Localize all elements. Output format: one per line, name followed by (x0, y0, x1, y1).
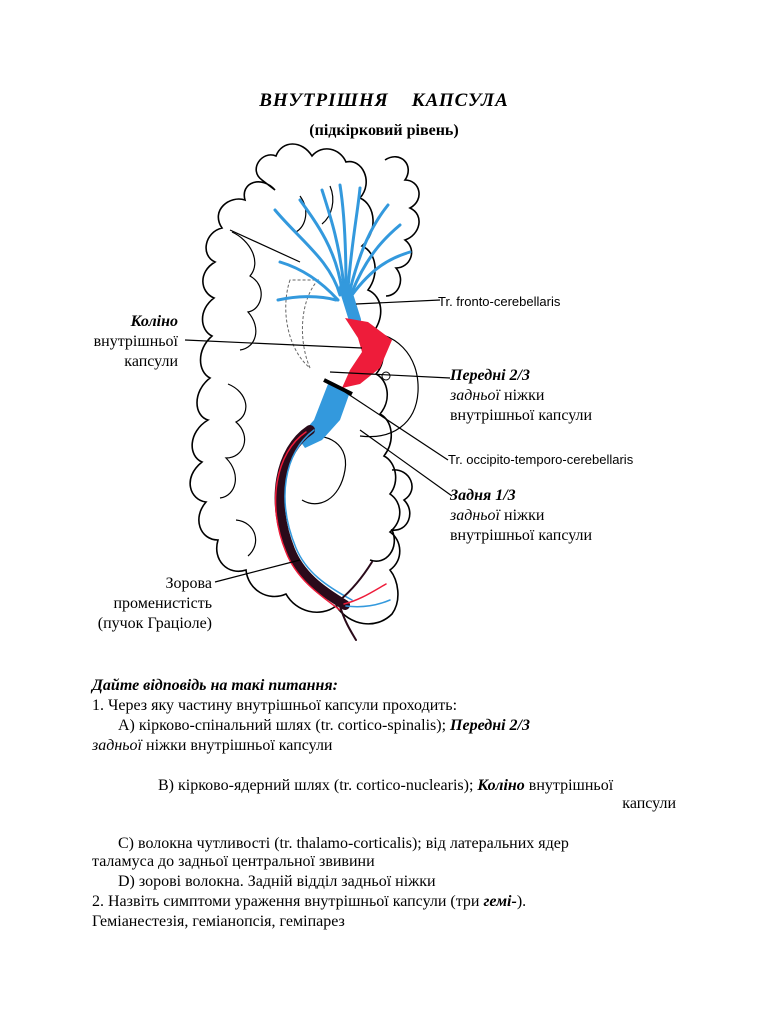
genu-red (342, 318, 392, 388)
answer-a-cont: задньої ніжки внутрішньої капсули (92, 737, 333, 754)
answer-2: Геміанестезія, геміанопсія, геміпарез (92, 913, 345, 930)
anterior-two-thirds-label: Передні 2/3 задньої ніжки внутрішньої ка… (450, 367, 593, 424)
internal-capsule-diagram (184, 143, 453, 641)
hemisphere-outline (189, 143, 401, 625)
fronto-cerebellaris-label: Tr. fronto-cerebellaris (438, 294, 561, 309)
page-title: ВНУТРІШНЯ КАПСУЛА (259, 90, 509, 111)
answer-b: В) кірково-ядерний шлях (tr. cortico-nuc… (158, 777, 614, 794)
knee-label: Коліно внутрішньої капсули (93, 313, 178, 370)
answer-c-cont: таламуса до задньої центральної звивини (92, 853, 375, 870)
question-1: 1. Через яку частину внутрішньої капсули… (92, 697, 458, 714)
answer-c: С) волокна чутливості (tr. thalamo-corti… (118, 835, 569, 852)
questions-heading: Дайте відповідь на такі питання: (92, 677, 338, 694)
answer-a: А) кірково-спінальний шлях (tr. cortico-… (118, 717, 530, 734)
optic-radiation-label: Зорова променистість (пучок Граціоле) (97, 575, 212, 632)
answer-b-cont: капсули (622, 795, 676, 812)
question-2: 2. Назвіть симптоми ураження внутрішньої… (92, 893, 527, 910)
answer-d: D) зорові волокна. Задній відділ задньої… (118, 873, 436, 890)
occipito-temporo-label: Tr. occipito-temporo-cerebellaris (448, 452, 634, 467)
posterior-third-label: Задня 1/3 задньої ніжки внутрішньої капс… (450, 487, 593, 544)
page-subtitle: (підкірковий рівень) (309, 122, 459, 139)
